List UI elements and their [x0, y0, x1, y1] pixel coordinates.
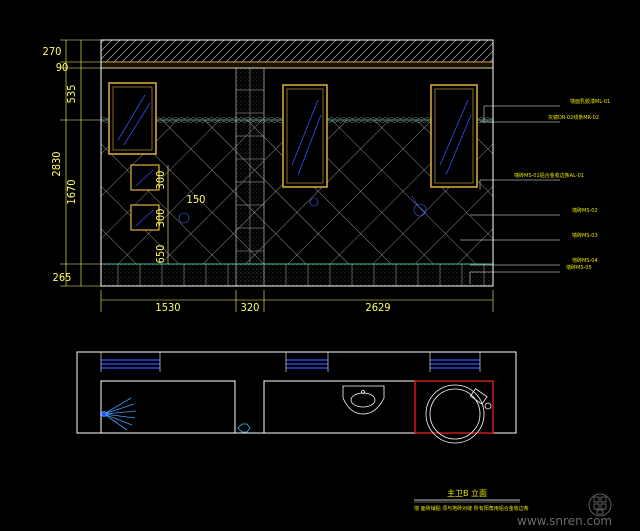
toilet-icon	[425, 384, 492, 444]
dim-90: 90	[56, 61, 69, 74]
drawing-note: 墙 面砖铺贴 须与地砖对缝 所有阳角用铝合金收边条	[414, 505, 529, 512]
drawing-title: 主卫B 立面	[447, 488, 487, 498]
dimension-texts: 270 90 535 1670 265 2830 1530 320 2629 3…	[43, 45, 391, 314]
callout-5: 墙砖MS-03	[572, 232, 598, 239]
stamp-icon	[588, 493, 612, 517]
title-block: 主卫B 立面 墙 面砖铺贴 须与地砖对缝 所有阳角用铝合金收边条	[414, 488, 529, 512]
dim-1670: 1670	[65, 179, 78, 204]
dim-2629: 2629	[365, 301, 390, 314]
dim-150: 150	[187, 193, 206, 206]
mirror-frames	[108, 82, 478, 231]
callout-3: 墙砖MS-01铝合金收边条AL-01	[514, 172, 584, 179]
plan-view	[76, 351, 517, 444]
callout-texts: 墙面乳胶漆ML-01 灰镜DR-02线条MR-02 墙砖MS-01铝合金收边条A…	[514, 98, 610, 271]
callout-6: 地砖MS-04	[572, 257, 598, 264]
shower-fan-icon	[101, 397, 137, 431]
callout-1: 墙面乳胶漆ML-01	[570, 98, 610, 105]
watermark: www.snren.com	[517, 493, 612, 528]
dim-270: 270	[43, 45, 62, 58]
drain-icon	[237, 423, 251, 433]
callout-leaders	[460, 105, 560, 284]
washbasin-icon	[342, 385, 385, 415]
callout-4: 墙砖MS-02	[572, 207, 598, 214]
dim-265: 265	[53, 271, 72, 284]
dimension-lines	[60, 39, 494, 312]
dim-300-upper: 300	[154, 171, 167, 190]
dim-1530: 1530	[155, 301, 180, 314]
watermark-text: www.snren.com	[517, 514, 612, 528]
callout-2: 灰镜DR-02线条MR-02	[548, 114, 599, 121]
dim-650: 650	[154, 245, 167, 264]
dim-320: 320	[241, 301, 260, 314]
dim-535: 535	[65, 85, 78, 104]
elevation-linework	[100, 39, 494, 287]
dim-total-height: 2830	[50, 151, 63, 176]
dim-300-lower: 300	[154, 209, 167, 228]
callout-7: 墙砖MS-05	[566, 264, 592, 271]
